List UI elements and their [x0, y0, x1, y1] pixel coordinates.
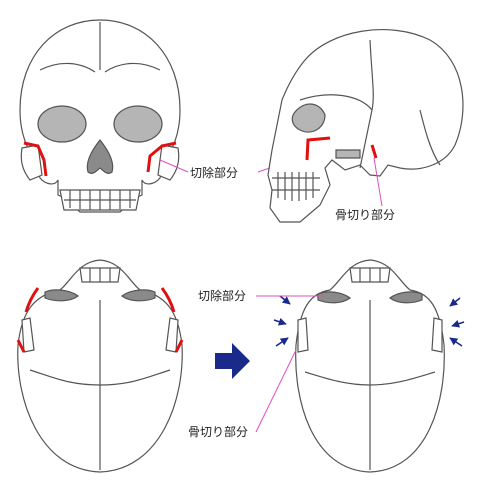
side-resection-cut-line	[305, 136, 331, 161]
front-right-cut-line	[146, 141, 177, 173]
top-before-right-cut-line	[160, 287, 176, 313]
arrow-right-3	[449, 337, 463, 347]
arrow-right-2	[451, 319, 465, 328]
front-resection-label: 切除部分	[190, 166, 239, 180]
side-osteotomy-leader	[373, 157, 383, 207]
front-left-cut-line	[23, 141, 48, 177]
side-osteotomy-cut-line	[370, 144, 378, 159]
top-view-before-skull	[17, 259, 183, 473]
front-right-orbit	[113, 105, 163, 143]
side-view-skull	[267, 29, 464, 223]
front-nasal-cavity	[86, 139, 114, 174]
arrow-left-1	[279, 295, 291, 305]
top-after-osteotomy-leader	[255, 349, 297, 433]
front-resection-leader	[159, 159, 189, 173]
front-left-orbit	[37, 105, 87, 143]
top-before-left-lower-cut	[16, 339, 26, 353]
side-cranium	[267, 29, 464, 223]
side-orbit	[291, 103, 326, 133]
top-after-right-zygoma	[388, 291, 423, 304]
side-osteotomy-label: 骨切り部分	[335, 208, 396, 222]
top-after-resection-label: 切除部分	[198, 289, 247, 303]
top-after-left-zygoma	[317, 291, 352, 304]
arrow-right-1	[449, 297, 461, 307]
top-before-right-zygoma	[120, 289, 156, 302]
top-before-right-lower-cut	[174, 339, 184, 353]
arrow-left-3	[275, 337, 289, 347]
front-view-skull	[19, 19, 181, 213]
front-cranium	[19, 19, 181, 213]
top-view-after-skull	[295, 259, 445, 473]
top-before-left-cut-line	[24, 287, 40, 313]
transition-arrow	[215, 343, 250, 379]
arrow-left-2	[273, 317, 287, 326]
top-before-left-zygoma	[44, 289, 80, 302]
top-after-osteotomy-label: 骨切り部分	[188, 425, 249, 439]
